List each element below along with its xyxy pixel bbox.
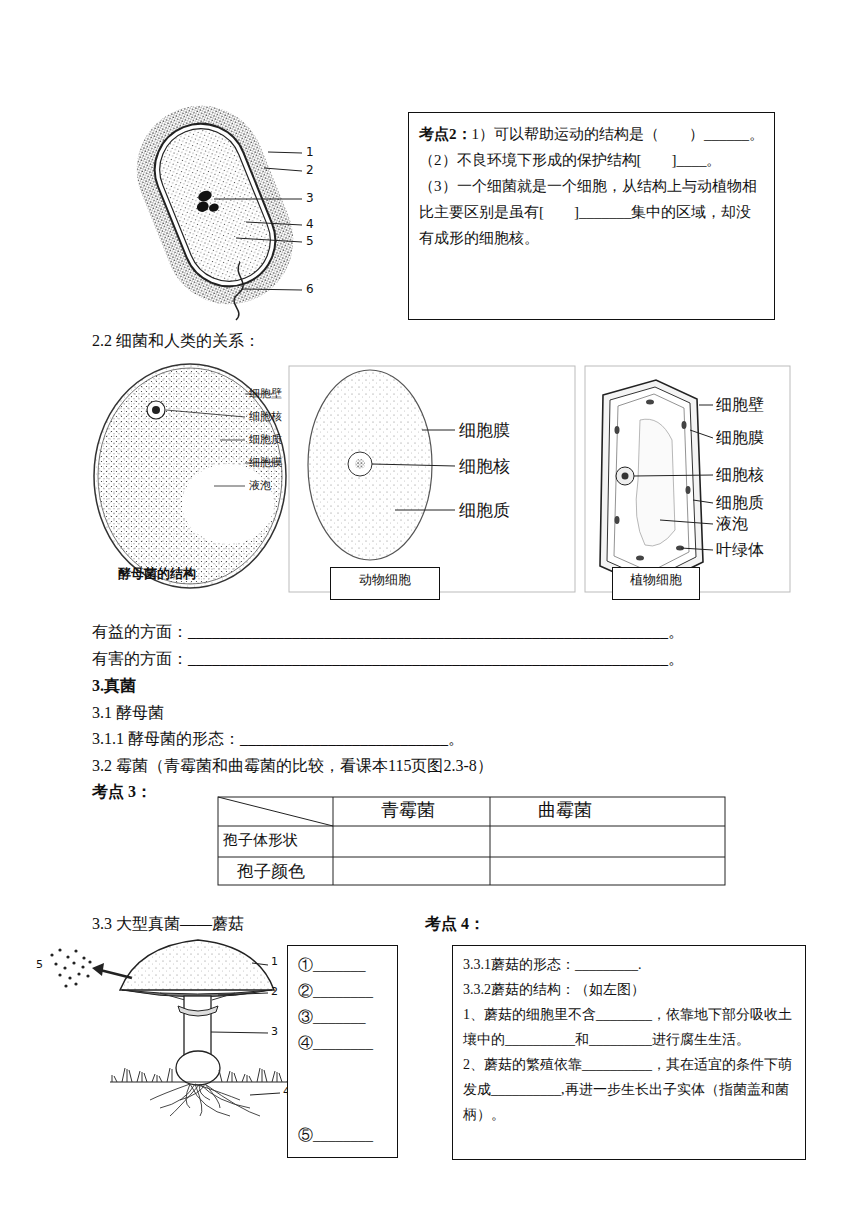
box-text: 3.3.2蘑菇的结构：（如左图） [463, 977, 795, 1002]
box-text: ③_______ [298, 1004, 387, 1030]
fill-blank-line: 有害的方面：__________________________________… [92, 649, 684, 668]
text-line: 考点2：1）可以帮助运动的结构是（ ）______。 [419, 121, 764, 147]
animal-cell [289, 366, 575, 592]
caption-box: 植物细胞 [612, 567, 700, 600]
callout-number: 2 [306, 163, 314, 177]
plant-cell [585, 366, 790, 592]
section-heading: 2.2 细菌和人类的关系： [92, 331, 260, 350]
callout-number: 1 [271, 955, 278, 968]
box-heading: 考点2： [419, 126, 472, 142]
table-header: 曲霉菌 [538, 800, 592, 822]
subsection-heading: 3.2 霉菌（青霉菌和曲霉菌的比较，看课本115页图2.3-8） [92, 756, 493, 775]
part-label: 细胞壁 [716, 395, 764, 414]
exam-point-box: 3.3.1蘑菇的形态：_________.3.3.2蘑菇的结构：（如左图）1、蘑… [452, 945, 806, 1160]
box-text: ①_______ [298, 952, 387, 978]
box-text: 1、蘑菇的细胞里不含________，依靠地下部分吸收土壤中的_________… [463, 1002, 795, 1052]
table-grid [218, 797, 725, 885]
callout-number: 4 [306, 217, 314, 231]
box-text: 1）可以帮助运动的结构是（ ）______。 [472, 126, 765, 142]
callout-number: 5 [36, 958, 43, 971]
bacterium [117, 86, 312, 323]
box-text: 2、蘑菇的繁殖依靠__________，其在适宜的条件下萌发成_________… [463, 1052, 795, 1127]
callout-number: 3 [306, 191, 314, 205]
table-row-header: 孢子体形状 [223, 831, 298, 849]
box-text: 3.3.1蘑菇的形态：_________. [463, 952, 795, 977]
box-text: ②________ [298, 978, 387, 1004]
box-text: 植物细胞 [617, 568, 695, 592]
yeast-cell [94, 364, 286, 588]
part-label: 细胞膜 [459, 420, 510, 440]
box-text: （2）不良环境下形成的保护结构[ ]____。 [419, 147, 764, 173]
part-label: 细胞核 [716, 465, 764, 484]
subsection-heading: 3.3 大型真菌——蘑菇 [92, 914, 244, 933]
figure-caption: 酵母菌的结构 [118, 566, 196, 582]
mushroom [50, 940, 290, 1116]
part-label: 叶绿体 [716, 540, 764, 559]
section-heading: 3.真菌 [92, 676, 136, 695]
fill-blank-line: 3.1.1 酵母菌的形态：__________________________。 [92, 729, 464, 748]
caption-box: 动物细胞 [330, 567, 440, 600]
fill-blank-line: 有益的方面：__________________________________… [92, 622, 684, 641]
part-label: 细胞膜 [249, 456, 282, 469]
part-label: 细胞质 [459, 500, 510, 520]
callout-number: 5 [306, 234, 314, 248]
part-label: 细胞质 [716, 493, 764, 512]
callout-number: 1 [306, 145, 314, 159]
box-text: 动物细胞 [335, 568, 435, 592]
box-text: ④________ [298, 1030, 387, 1056]
exam-point-box: 考点2：1）可以帮助运动的结构是（ ）______。（2）不良环境下形成的保护结… [408, 112, 775, 320]
callout-number: 6 [306, 282, 314, 296]
part-label: 细胞壁 [249, 387, 282, 400]
table-header: 青霉菌 [381, 800, 435, 822]
part-label: 细胞核 [249, 410, 282, 423]
callout-number: 2 [271, 985, 278, 998]
subsection-heading: 3.1 酵母菌 [92, 703, 164, 722]
part-label: 细胞核 [459, 456, 510, 476]
callout-number: 3 [271, 1025, 278, 1038]
part-label: 液泡 [249, 479, 271, 492]
box-text: ⑤________ [298, 1122, 387, 1148]
box-text: （3）一个细菌就是一个细胞，从结构上与动植物相比主要区别是虽有[ ]______… [419, 173, 764, 251]
exam-point-heading: 考点 4： [425, 914, 485, 933]
exam-point-heading: 考点 3： [92, 782, 152, 801]
part-label: 细胞膜 [716, 428, 764, 447]
part-label: 细胞质 [249, 433, 282, 446]
table-row-header: 孢子颜色 [237, 862, 305, 882]
part-label: 液泡 [716, 514, 748, 533]
answer-box: ①_______②________③_______④________ ⑤_____… [287, 945, 398, 1158]
